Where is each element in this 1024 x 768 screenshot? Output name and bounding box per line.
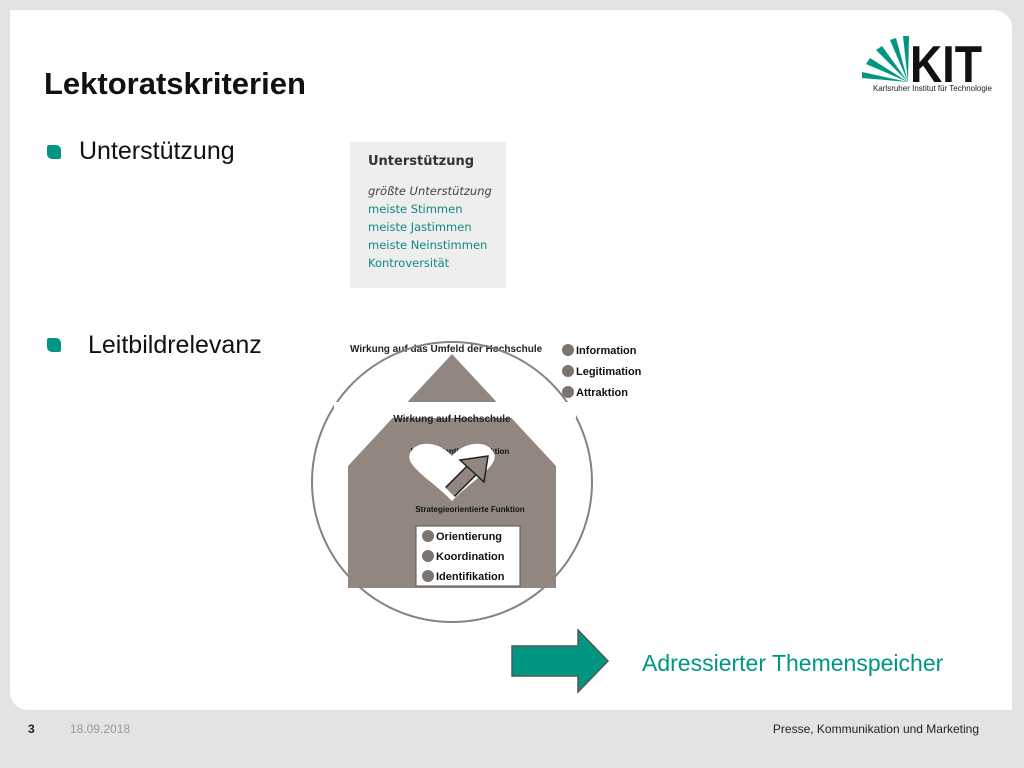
support-item: größte Unterstützung	[368, 184, 492, 198]
bullet-dot-icon	[422, 570, 434, 582]
bullet-dot-icon	[562, 386, 574, 398]
leitbild-house-diagram: Wirkung auf das Umfeld der Hochschule Wi…	[311, 341, 642, 623]
strategy-function-label: Strategieorientierte Funktion	[415, 505, 524, 514]
support-item: meiste Neinstimmen	[368, 238, 488, 252]
bullet-marker	[47, 338, 61, 352]
bullet-leitbildrelevanz: Leitbildrelevanz	[88, 331, 262, 359]
support-item: meiste Jastimmen	[368, 220, 472, 234]
arrow-up-right-icon	[458, 455, 489, 484]
inner-item-koordination: Koordination	[436, 551, 505, 563]
bullet-unterstuetzung: Unterstützung	[79, 137, 235, 165]
kit-wordmark: KIT	[910, 36, 982, 94]
slide-title: Lektoratskriterien	[44, 66, 306, 101]
footer-date: 18.09.2018	[70, 722, 131, 736]
support-item: meiste Stimmen	[368, 202, 463, 216]
bullet-dot-icon	[562, 365, 574, 377]
arrow-right-icon	[511, 628, 610, 694]
inner-effect-label: Wirkung auf Hochschule	[393, 414, 511, 425]
outer-item-attraktion: Attraktion	[576, 387, 628, 399]
outer-effect-label: Wirkung auf das Umfeld der Hochschule	[350, 344, 543, 355]
outer-item-legitimation: Legitimation	[576, 366, 642, 378]
bullet-marker	[47, 145, 61, 159]
page-number: 3	[28, 722, 35, 736]
bullet-dot-icon	[422, 550, 434, 562]
footer-department: Presse, Kommunikation und Marketing	[772, 722, 979, 736]
support-criteria-box: Unterstützung größte Unterstützung meist…	[350, 142, 506, 288]
inner-item-identifikation: Identifikation	[436, 571, 505, 583]
outer-item-information: Information	[576, 345, 637, 357]
slide: Lektoratskriterien KIT Karlsruher Instit…	[10, 10, 1012, 710]
kit-logo-subtitle: Karlsruher Institut für Technologie	[872, 84, 992, 93]
support-item: Kontroversität	[368, 256, 450, 270]
inner-item-orientierung: Orientierung	[436, 531, 502, 543]
environment-circle	[311, 341, 593, 623]
kit-logo: KIT	[862, 36, 982, 94]
callout-text: Adressierter Themenspeicher	[642, 650, 944, 676]
support-box-title: Unterstützung	[368, 154, 475, 169]
bullet-dot-icon	[562, 344, 574, 356]
bullet-dot-icon	[422, 530, 434, 542]
